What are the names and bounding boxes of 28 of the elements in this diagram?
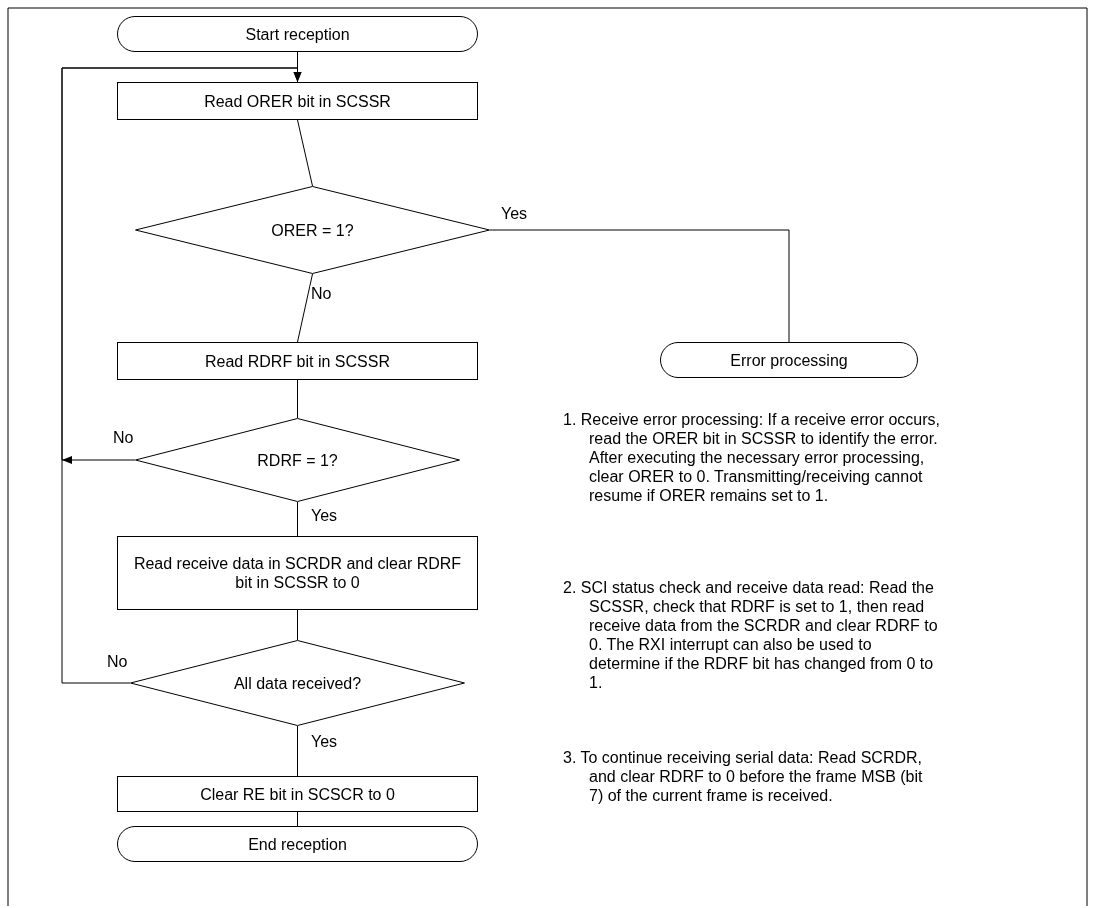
process-box: Read RDRF bit in SCSSR bbox=[117, 342, 478, 380]
connector-line bbox=[297, 273, 313, 343]
terminal-shape: Start reception bbox=[117, 16, 478, 52]
terminal-shape: End reception bbox=[117, 826, 478, 862]
decision-diamond: All data received? bbox=[130, 640, 465, 726]
note-text: 2. SCI status check and receive data read: Read the SCSSR, check that RDRF is set to 1, then read receive data from the SCRDR and clear RDRF to 0. The RXI interrupt can also be used to determine if the RDRF bit has changed from 0 to 1. bbox=[563, 578, 939, 692]
edge-label: No bbox=[106, 654, 129, 670]
connector-line bbox=[297, 725, 298, 777]
edge-label: No bbox=[112, 430, 135, 446]
process-box: Read ORER bit in SCSSR bbox=[117, 82, 478, 120]
decision-diamond: RDRF = 1? bbox=[135, 418, 460, 502]
process-box: Clear RE bit in SCSCR to 0 bbox=[117, 776, 478, 812]
connector-line bbox=[297, 609, 298, 641]
decision-diamond: ORER = 1? bbox=[135, 186, 490, 274]
connector-line bbox=[297, 379, 298, 419]
connector-line bbox=[297, 501, 298, 537]
connector-line bbox=[489, 229, 790, 343]
edge-label: Yes bbox=[310, 734, 339, 750]
note-text: 1. Receive error processing: If a receive error occurs, read the ORER bit in SCSSR to identify the error. After executing the necessary error processing, clear ORER to 0. Transmitting/receiving cannot resume if ORER remains set to 1. bbox=[563, 410, 941, 505]
process-box: Read receive data in SCRDR and clear RDRF bit in SCSSR to 0 bbox=[117, 536, 478, 610]
connector-line bbox=[297, 811, 298, 827]
terminal-shape: Error processing bbox=[660, 342, 918, 378]
note-text: 3. To continue receiving serial data: Read SCRDR, and clear RDRF to 0 before the frame MSB (bit 7) of the current frame is received. bbox=[563, 748, 924, 805]
connector-line bbox=[61, 67, 302, 684]
edge-label: Yes bbox=[310, 508, 339, 524]
connector-line bbox=[297, 119, 313, 187]
edge-label: Yes bbox=[500, 206, 529, 222]
edge-label: No bbox=[310, 286, 333, 302]
